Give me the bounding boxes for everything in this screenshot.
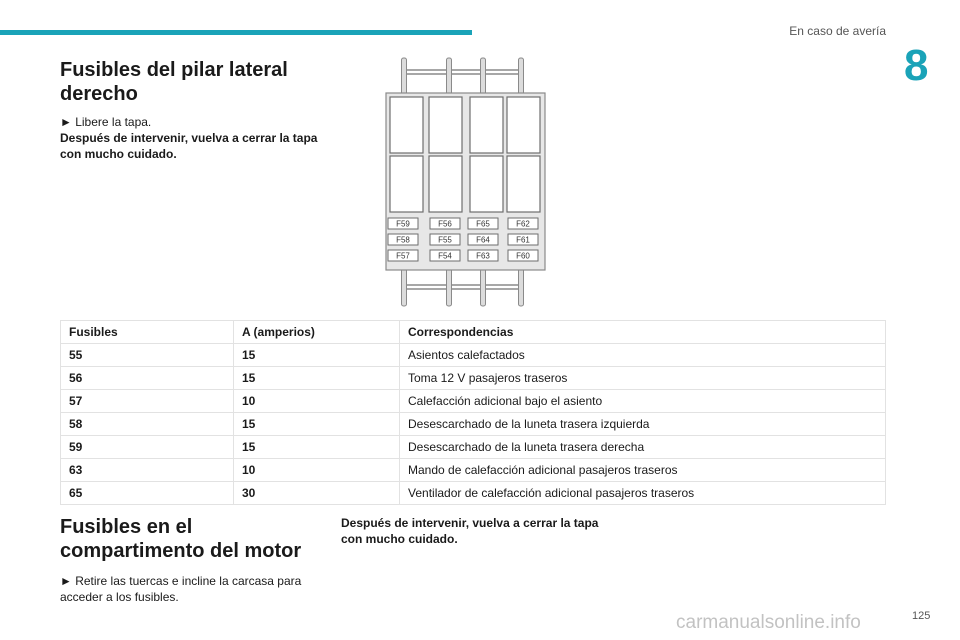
instruction-text: ► Libere la tapa. (60, 115, 152, 129)
fuse-slot (387, 217, 419, 230)
table-row: 58 15 Desescarchado de la luneta trasera… (60, 412, 886, 436)
table-row: 56 15 Toma 12 V pasajeros traseros (60, 366, 886, 390)
chapter-number: 8 (904, 41, 929, 90)
column-header-fuses: Fusibles (60, 320, 234, 344)
header-accent-bar (0, 30, 472, 35)
relay-slot (469, 96, 504, 154)
fuse-slot (387, 233, 419, 246)
fuse-number: 56 (60, 366, 234, 390)
fuse-label: F59 (396, 220, 410, 229)
fuse-table: Fusibles A (amperios) Correspondencias 5… (60, 320, 886, 505)
section-title: Fusibles del pilar lateral derecho (60, 59, 288, 105)
fuse-function: Mando de calefacción adicional pasajeros… (399, 458, 886, 482)
fuse-slot (467, 233, 499, 246)
section-right-pillar-fuses: Fusibles del pilar lateral derecho ► Lib… (60, 58, 330, 162)
fuse-function: Toma 12 V pasajeros traseros (399, 366, 886, 390)
section-engine-note: Después de intervenir, vuelva a cerrar l… (341, 515, 621, 547)
fuse-label: F63 (476, 252, 490, 261)
fuse-function: Ventilador de calefacción adicional pasa… (399, 481, 886, 505)
relay-slot (389, 96, 424, 154)
fuse-slot (467, 249, 499, 262)
fuse-function: Desescarchado de la luneta trasera derec… (399, 435, 886, 459)
fuse-slot (507, 217, 539, 230)
fuse-slot (507, 233, 539, 246)
fuse-amperes: 10 (233, 389, 400, 413)
fuse-slot (507, 249, 539, 262)
fuse-slot (429, 217, 461, 230)
fuse-slot (429, 249, 461, 262)
column-header-correspondences: Correspondencias (399, 320, 886, 344)
table-row: 65 30 Ventilador de calefacción adiciona… (60, 481, 886, 505)
fuse-label: F57 (396, 252, 410, 261)
fuse-slot (387, 249, 419, 262)
fuse-amperes: 15 (233, 435, 400, 459)
fuse-label: F54 (438, 252, 452, 261)
watermark: carmanualsonline.info (676, 612, 861, 633)
fuse-amperes: 15 (233, 412, 400, 436)
section-title: Fusibles en el compartimento del motor (60, 516, 302, 562)
table-row: 59 15 Desescarchado de la luneta trasera… (60, 435, 886, 459)
fuse-number: 57 (60, 389, 234, 413)
note-text: Después de intervenir, vuelva a cerrar l… (341, 516, 599, 546)
table-row: 55 15 Asientos calefactados (60, 343, 886, 367)
note-text: Después de intervenir, vuelva a cerrar l… (60, 131, 318, 161)
table-header-row: Fusibles A (amperios) Correspondencias (60, 320, 886, 344)
fuse-amperes: 15 (233, 343, 400, 367)
fuse-function: Desescarchado de la luneta trasera izqui… (399, 412, 886, 436)
fuse-label: F60 (516, 252, 530, 261)
relay-slot (428, 155, 463, 213)
fuse-number: 59 (60, 435, 234, 459)
fuse-slot (467, 217, 499, 230)
fuse-number: 65 (60, 481, 234, 505)
table-row: 63 10 Mando de calefacción adicional pas… (60, 458, 886, 482)
fuse-label: F65 (476, 220, 490, 229)
section-engine-compartment-fuses: Fusibles en el compartimento del motor ►… (60, 515, 320, 605)
instruction-text: ► Retire las tuercas e incline la carcas… (60, 574, 302, 604)
fuse-amperes: 15 (233, 366, 400, 390)
fuse-number: 58 (60, 412, 234, 436)
fuse-label: F55 (438, 236, 452, 245)
fuse-amperes: 30 (233, 481, 400, 505)
relay-slot (469, 155, 504, 213)
fuse-function: Calefacción adicional bajo el asiento (399, 389, 886, 413)
column-header-amperes: A (amperios) (233, 320, 400, 344)
fuse-function: Asientos calefactados (399, 343, 886, 367)
fuse-label: F62 (516, 220, 530, 229)
fuse-label: F64 (476, 236, 490, 245)
relay-slot (506, 155, 541, 213)
fuse-label: F56 (438, 220, 452, 229)
fuse-amperes: 10 (233, 458, 400, 482)
relay-slot (389, 155, 424, 213)
fuse-label: F58 (396, 236, 410, 245)
fuse-number: 63 (60, 458, 234, 482)
table-row: 57 10 Calefacción adicional bajo el asie… (60, 389, 886, 413)
relay-slot (506, 96, 541, 154)
fuse-number: 55 (60, 343, 234, 367)
page-number: 125 (912, 610, 931, 622)
header-section-label: En caso de avería (789, 24, 886, 38)
fuse-slot (429, 233, 461, 246)
relay-slot (428, 96, 463, 154)
fuse-label: F61 (516, 236, 530, 245)
